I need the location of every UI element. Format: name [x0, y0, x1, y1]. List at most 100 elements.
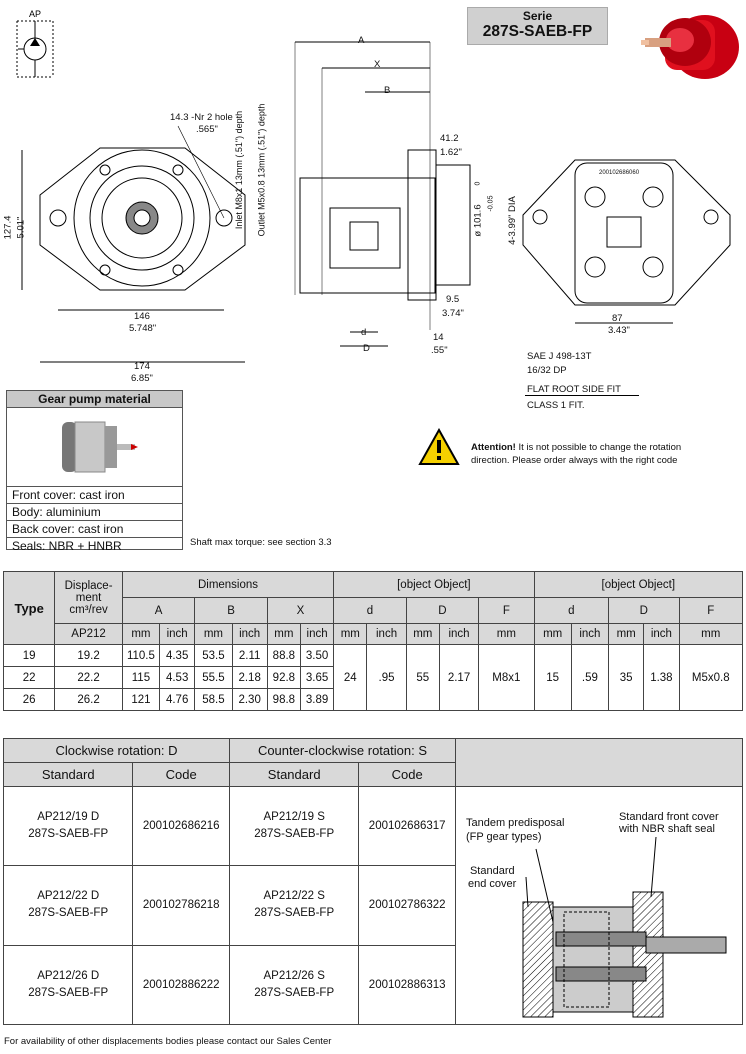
cutaway-cell: Tandem predisposal (FP gear types) Stand…	[454, 786, 744, 1025]
col-type: Type	[2, 571, 56, 645]
symbol-label: AP	[29, 9, 41, 19]
dim-127: 127.4	[2, 215, 14, 240]
sae-note-1: SAE J 498-13T	[527, 351, 592, 362]
header-counter-clockwise: Counter-clockwise rotation: S	[228, 738, 456, 763]
front-cover-label-2: with NBR shaft seal	[618, 823, 715, 835]
unit-inch: inch	[438, 623, 480, 645]
serie-box: Serie 287S-SAEB-FP	[467, 7, 608, 45]
end-cover-label-2: end cover	[467, 878, 517, 890]
unit-mm: mm	[121, 623, 161, 645]
tandem-label-2: (FP gear types)	[465, 831, 542, 843]
header-clockwise: Clockwise rotation: D	[3, 738, 230, 763]
col-suction-D: D	[405, 597, 480, 624]
dim-B: B	[384, 85, 391, 96]
sae-note-3: FLAT ROOT SIDE FIT	[527, 384, 621, 395]
material-box: Gear pump material Front cover: cast iro…	[6, 390, 183, 553]
col-ap212: AP212	[54, 623, 123, 645]
rear-plate-code: 200102686060	[599, 170, 640, 176]
dim-D: D	[363, 343, 370, 354]
front-cover-label-1: Standard front cover	[618, 811, 719, 823]
material-row: Seals: NBR + HNBR	[7, 537, 182, 554]
col-pressure-D: D	[608, 597, 680, 624]
unit-inch: inch	[643, 623, 680, 645]
serie-model: 287S-SAEB-FP	[482, 23, 593, 40]
dim-95: 9.5	[446, 294, 460, 305]
ordering-codes-table: Clockwise rotation: D Counter-clockwise …	[2, 738, 744, 1026]
col-A: A	[121, 597, 196, 624]
end-cover-label-1: Standard	[469, 865, 515, 877]
unit-inch: inch	[231, 623, 268, 645]
rear-view-drawing	[515, 145, 745, 335]
serie-label: Serie	[522, 9, 553, 23]
dim-146: 146	[134, 311, 150, 322]
dim-nr-hole: 14.3 -Nr 2 hole	[170, 112, 233, 123]
col-standard: Standard	[228, 762, 360, 787]
torque-note: Shaft max torque: see section 3.3	[190, 537, 332, 548]
unit-mm: mm	[533, 623, 572, 645]
col-pressure-d: d	[533, 597, 610, 624]
tandem-label-1: Tandem predisposal	[465, 817, 565, 829]
dim-501: 5.01"	[15, 216, 27, 239]
dim-162: 1.62"	[440, 147, 462, 158]
outlet-label: Outlet M5x0.8 13mm (.51") depth	[256, 103, 267, 237]
material-row: Body: aluminium	[7, 503, 182, 520]
col-suction-d: d	[333, 597, 407, 624]
dim-5748: 5.748"	[129, 323, 157, 334]
inlet-label: Inlet M8x1 13mm (.51") depth	[234, 110, 245, 230]
unit-mm: mm	[478, 623, 535, 645]
dim-174: 174	[134, 361, 150, 372]
dim-55: .55"	[431, 345, 448, 356]
col-pressure: [object Object]	[533, 571, 744, 598]
pump-photo	[625, 2, 743, 84]
unit-inch: inch	[570, 623, 610, 645]
warning-icon	[418, 427, 460, 466]
front-view-drawing	[0, 100, 265, 390]
pump-symbol: AP	[14, 7, 56, 79]
cutaway-drawing	[522, 836, 727, 1018]
col-suction: [object Object]	[333, 571, 535, 598]
dim-14: 14	[433, 332, 444, 343]
col-standard: Standard	[2, 762, 134, 787]
col-code: Code	[132, 762, 230, 787]
unit-mm: mm	[405, 623, 440, 645]
col-X: X	[266, 597, 335, 624]
dim-87: 87	[612, 313, 623, 324]
dim-d: d	[361, 327, 367, 338]
header-blank	[454, 738, 744, 787]
side-view-drawing	[260, 30, 510, 360]
unit-inch: inch	[159, 623, 196, 645]
material-image	[7, 408, 182, 486]
unit-mm: mm	[678, 623, 743, 645]
dim-412: 41.2	[440, 133, 459, 144]
dim-tol-bot: -0.05	[487, 195, 495, 212]
material-title: Gear pump material	[7, 391, 182, 408]
col-pressure-F: F	[678, 597, 743, 624]
col-dimensions: Dimensions	[121, 571, 335, 598]
material-row: Front cover: cast iron	[7, 486, 182, 503]
footer-note: For availability of other displacements …	[4, 1036, 332, 1047]
unit-inch: inch	[366, 623, 407, 645]
attention-bold: Attention!	[471, 442, 516, 453]
dim-374: 3.74"	[442, 308, 464, 319]
dim-343: 3.43"	[608, 325, 630, 336]
material-row: Back cover: cast iron	[7, 520, 182, 537]
col-code: Code	[358, 762, 456, 787]
unit-mm: mm	[266, 623, 301, 645]
dim-A: A	[358, 35, 365, 46]
unit-mm: mm	[333, 623, 368, 645]
sae-note-4: CLASS 1 FIT.	[527, 400, 585, 411]
dim-nr-hole-in: .565"	[196, 124, 218, 135]
unit-mm: mm	[194, 623, 233, 645]
sae-underline	[525, 395, 639, 396]
attention-line2: direction. Please order always with the …	[471, 455, 678, 466]
unit-mm: mm	[608, 623, 645, 645]
attention-text: Attention! It is not possible to change …	[471, 441, 681, 467]
unit-inch: inch	[299, 623, 335, 645]
attention-line1: It is not possible to change the rotatio…	[515, 442, 682, 453]
